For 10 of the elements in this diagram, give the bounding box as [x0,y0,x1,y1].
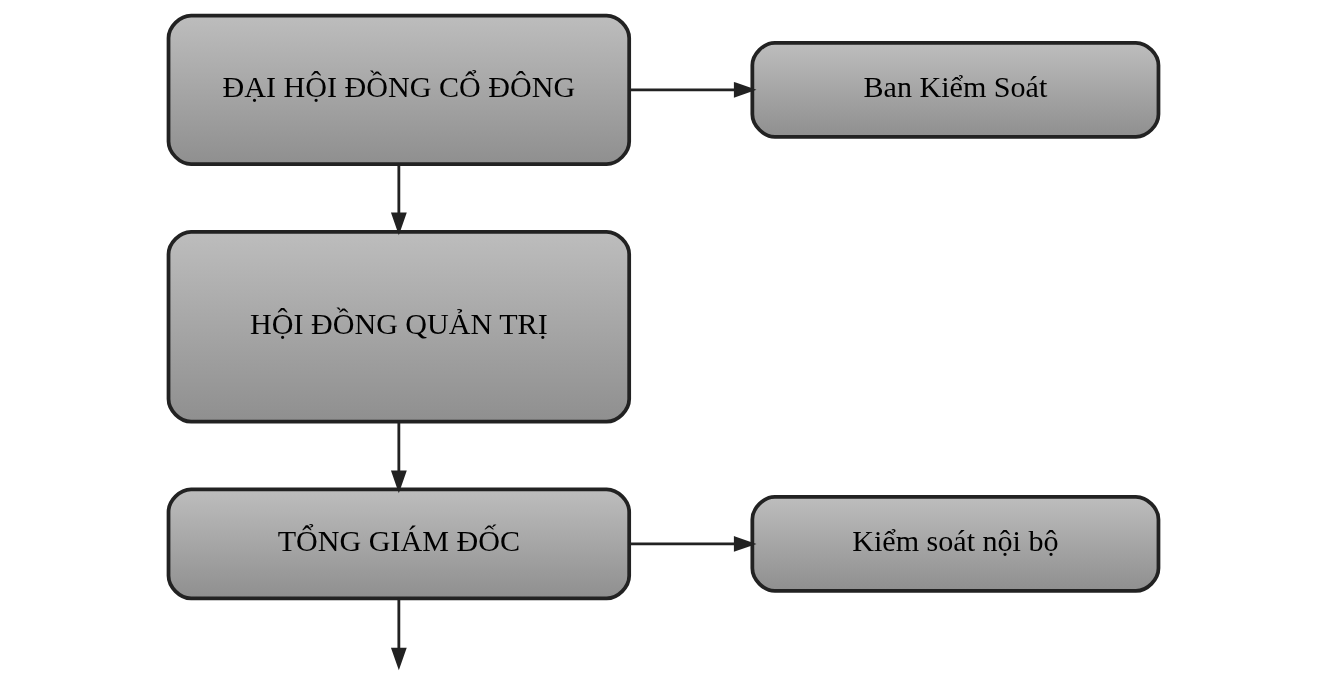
node-box: HỘI ĐỒNG QUẢN TRỊ [166,229,631,424]
arrow [390,422,407,494]
node-box: TỔNG GIÁM ĐỐC [166,487,631,601]
arrow [390,598,407,671]
node-box: ĐẠI HỘI ĐỒNG CỔ ĐÔNG [166,13,631,166]
node-box: Ban Kiểm Soát [749,40,1160,139]
arrow [628,81,756,98]
arrow [628,536,756,552]
node-box: Kiểm soát nội bộ [749,495,1160,593]
arrow [390,164,407,236]
